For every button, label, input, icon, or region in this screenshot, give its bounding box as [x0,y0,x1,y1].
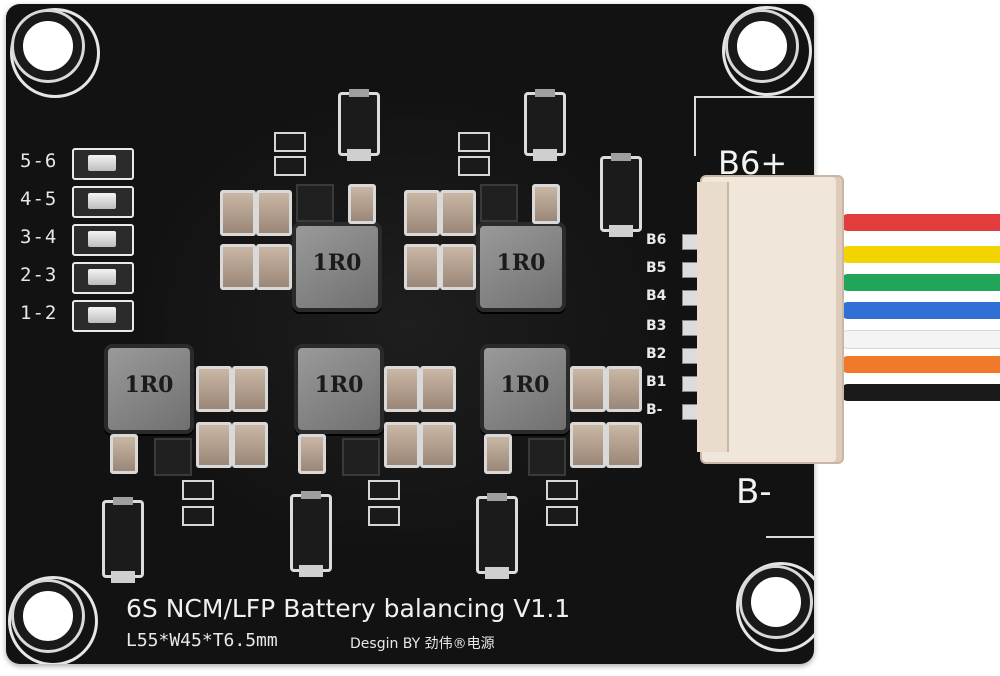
inductor: 1R0 [476,222,566,312]
board-title: 6S NCM/LFP Battery balancing V1.1 [126,594,571,623]
capacitor [404,190,440,236]
inductor: 1R0 [480,344,570,434]
capacitor [348,184,376,224]
status-led [72,224,134,256]
led-label: 4-5 [20,188,58,210]
silk-outline [766,536,814,538]
wire-yellow [840,246,1000,263]
mosfet-chip [154,438,192,476]
capacitor [440,244,476,290]
pin-label: B- [646,402,663,418]
diode [338,89,380,161]
resistor [546,506,578,526]
capacitor [420,422,456,468]
status-led [72,186,134,218]
resistor [274,132,306,152]
inductor: 1R0 [292,222,382,312]
resistor [458,156,490,176]
resistor [182,506,214,526]
capacitor [440,190,476,236]
capacitor [404,244,440,290]
board-gloss [126,84,686,564]
wire-blue [840,302,1000,319]
hole-top-left [14,12,82,80]
led-label: 3-4 [20,226,58,248]
negative-terminal-label: B- [736,472,772,512]
capacitor [220,244,256,290]
capacitor [420,366,456,412]
diode [600,153,642,237]
pin-label: B1 [646,374,667,390]
mosfet-chip [342,438,380,476]
hole-top-right [728,12,796,80]
capacitor [606,366,642,412]
resistor [458,132,490,152]
capacitor [110,434,138,474]
mosfet-chip [480,184,518,222]
hole-bottom-left [14,582,82,650]
diode [524,89,566,161]
inductor-marking: 1R0 [312,250,362,276]
hole-bottom-right [742,568,810,636]
capacitor [256,190,292,236]
mosfet-chip [296,184,334,222]
mounting-hole-bottom-right [736,562,814,652]
led-label: 1-2 [20,302,58,324]
pin-label: B5 [646,260,667,276]
capacitor [484,434,512,474]
inductor-marking: 1R0 [314,372,364,398]
status-led [72,262,134,294]
pin-label: B2 [646,346,667,362]
resistor [368,480,400,500]
capacitor [256,244,292,290]
connector-lip [697,182,729,452]
mounting-hole-bottom-left [8,576,98,664]
led-label: 2-3 [20,264,58,286]
board-dimensions: L55*W45*T6.5mm [126,630,278,651]
capacitor [606,422,642,468]
capacitor [570,422,606,468]
wire-black [840,384,1000,401]
wire-green [840,274,1000,291]
resistor [274,156,306,176]
pin-label: B3 [646,318,667,334]
inductor: 1R0 [294,344,384,434]
inductor-marking: 1R0 [500,372,550,398]
wire-orange [840,356,1000,373]
pcb-board: 5-6 4-5 3-4 2-3 1-2 1R0 1R0 1R0 1R0 [6,4,814,664]
resistor [368,506,400,526]
inductor-marking: 1R0 [496,250,546,276]
diode [476,493,518,579]
mosfet-chip [528,438,566,476]
diode [290,491,332,577]
resistor [546,480,578,500]
diode [102,497,144,583]
board-credit: Desgin BY 劲伟®电源 [350,636,495,652]
resistor [182,480,214,500]
capacitor [532,184,560,224]
capacitor [384,366,420,412]
pin-label: B4 [646,288,667,304]
capacitor [220,190,256,236]
capacitor [196,422,232,468]
wire-red [840,214,1000,231]
led-label: 5-6 [20,150,58,172]
capacitor [570,366,606,412]
silk-outline [694,96,814,98]
inductor-marking: 1R0 [124,372,174,398]
capacitor [232,422,268,468]
capacitor [196,366,232,412]
capacitor [384,422,420,468]
status-led [72,300,134,332]
inductor: 1R0 [104,344,194,434]
capacitor [232,366,268,412]
silk-outline [694,96,696,156]
mounting-hole-top-right [722,6,812,96]
status-led [72,148,134,180]
mounting-hole-top-left [10,8,100,98]
pin-label: B6 [646,232,667,248]
wire-white [840,330,1000,349]
capacitor [298,434,326,474]
